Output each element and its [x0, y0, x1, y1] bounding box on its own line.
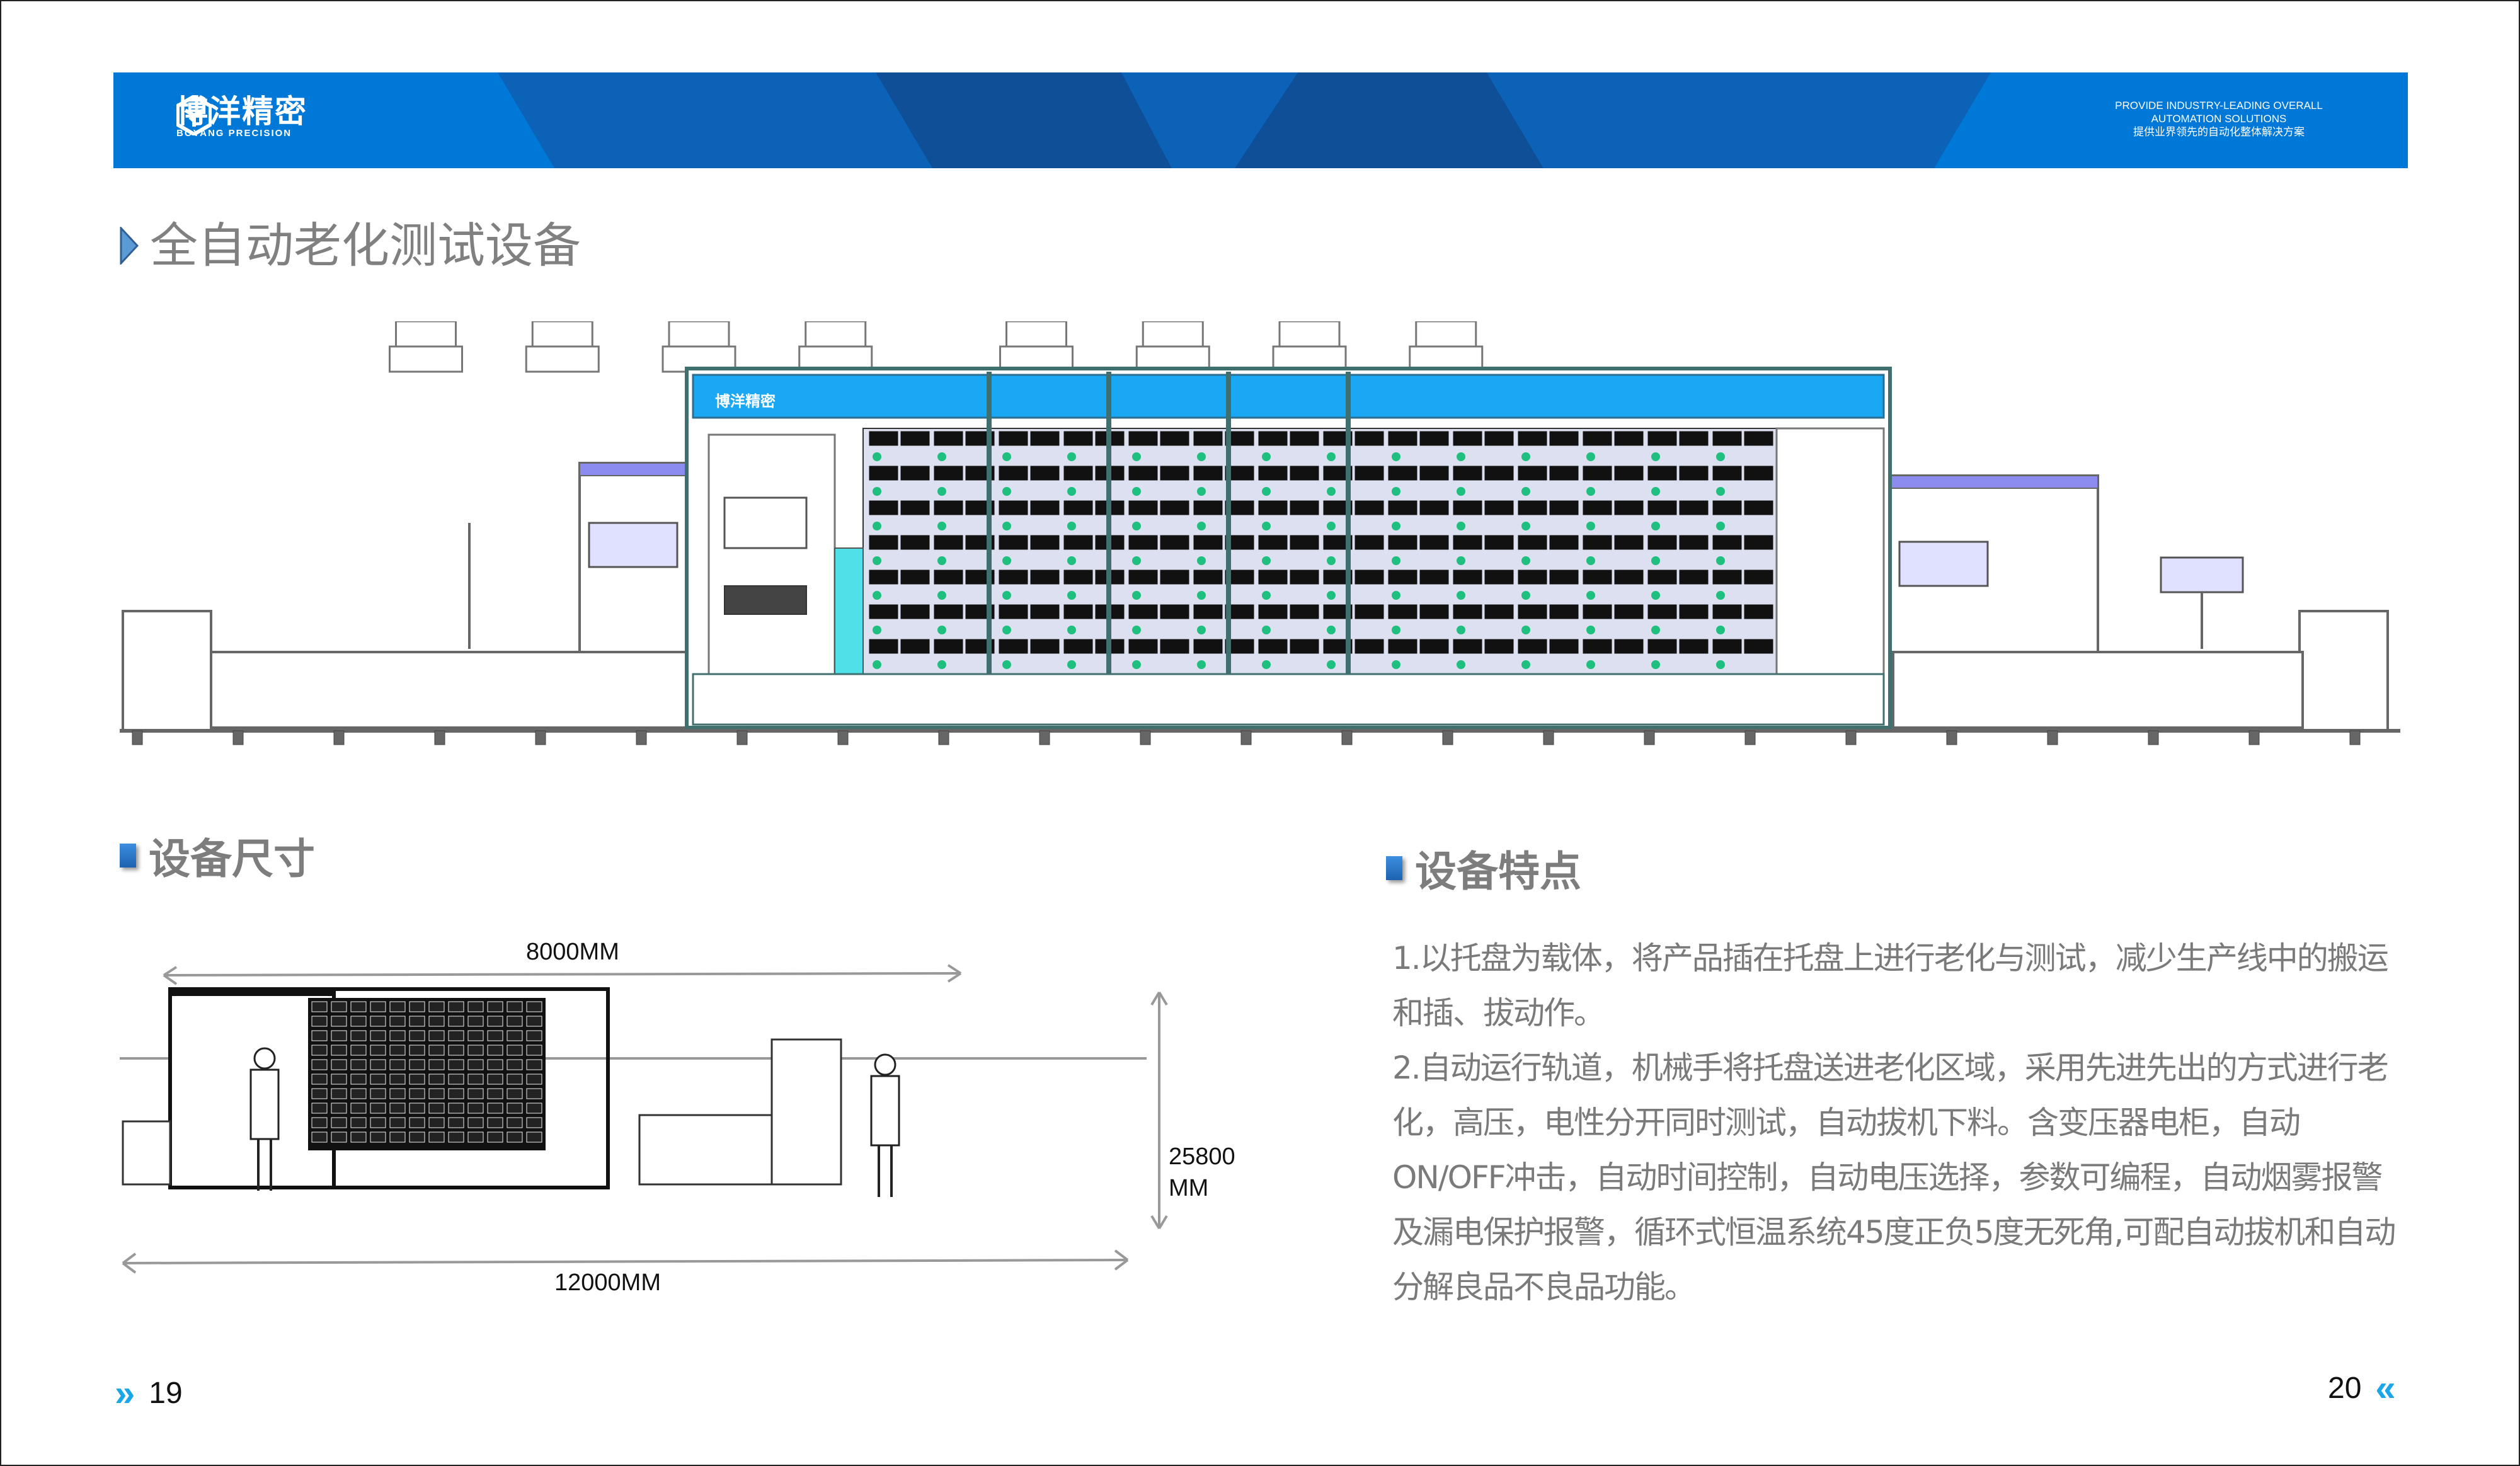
logo-text-en: BOYANG PRECISION: [176, 128, 292, 139]
exhaust-fan: [1142, 321, 1204, 348]
feature-line: 化，高压，电性分开同时测试，自动拔机下料。含变压器电柜，自动: [1392, 1104, 2301, 1141]
chamber-logo: 博洋精密: [715, 392, 776, 410]
feature-line: 及漏电保护报警，循环式恒温系统45度正负5度无死角,可配自动拔机和自动: [1392, 1214, 2396, 1251]
feature-line: 2.自动运行轨道，机械手将托盘送进老化区域，采用先进先出的方式进行老: [1392, 1050, 2389, 1086]
cabinet: [210, 651, 729, 729]
double-chevron-right-icon: »: [115, 1373, 135, 1414]
cabinet: [2298, 610, 2389, 732]
machine-dimension-drawing: [120, 964, 1168, 1274]
cabinet: [122, 610, 212, 732]
features-text: 1.以托盘为载体，将产品插在托盘上进行老化与测试，减少生产线中的搬运 和插、拔动…: [1392, 931, 2413, 1315]
header-banner: 博洋精密 BOYANG PRECISION PROVIDE INDUSTRY-L…: [113, 72, 2408, 168]
feature-line: 分解良品不良品功能。: [1392, 1269, 1696, 1305]
dimension-width-total: 12000MM: [554, 1269, 661, 1296]
exhaust-fan: [1278, 321, 1341, 348]
logo-hexagon-icon: [176, 95, 212, 135]
tagline-cn: 提供业界领先的自动化整体解决方案: [2133, 126, 2305, 138]
page-number-left: » 19: [115, 1372, 183, 1414]
tray-rack: [862, 428, 1777, 675]
feature-line: 和插、拔动作。: [1392, 995, 1605, 1031]
dimension-height-unit: MM: [1169, 1175, 1209, 1201]
monitor: [2160, 556, 2244, 593]
banner-stripes: [498, 72, 1991, 168]
dimension-loader: [770, 1038, 842, 1186]
exhaust-fan: [531, 321, 593, 348]
page-title-text: 全自动老化测试设备: [150, 217, 581, 273]
page-title: 全自动老化测试设备: [120, 217, 581, 274]
dimensions-heading-text: 设备尺寸: [149, 835, 315, 883]
exhaust-fan: [395, 321, 457, 348]
exhaust-fan: [668, 321, 730, 348]
exhaust-fan: [1415, 321, 1477, 348]
tagline: PROVIDE INDUSTRY-LEADING OVERALL AUTOMAT…: [2087, 99, 2351, 139]
tagline-en-1: PROVIDE INDUSTRY-LEADING OVERALL: [2115, 100, 2323, 112]
cabinet: [1892, 651, 2304, 729]
chamber-top-band: [692, 374, 1885, 419]
monitor: [1898, 541, 1989, 587]
tagline-en-2: AUTOMATION SOLUTIONS: [2151, 113, 2287, 125]
person-silhouette: [874, 1053, 896, 1076]
page-number-right-text: 20: [2328, 1372, 2362, 1405]
section-marker-icon: [1386, 856, 1402, 880]
section-marker-icon: [120, 844, 136, 868]
features-heading-text: 设备特点: [1415, 847, 1581, 896]
feature-line: 1.以托盘为载体，将产品插在托盘上进行老化与测试，减少生产线中的搬运: [1392, 940, 2389, 976]
dimension-tray-grid: [308, 998, 546, 1150]
page-number-right: 20 «: [2328, 1367, 2396, 1409]
features-heading: 设备特点: [1386, 838, 1581, 898]
control-panel: [707, 433, 836, 675]
dimensions-heading: 设备尺寸: [120, 825, 315, 886]
exhaust-fan: [1005, 321, 1067, 348]
machine-front-view-drawing: 博洋精密: [120, 321, 2400, 745]
company-logo: 博洋精密 BOYANG PRECISION: [176, 95, 307, 139]
dimension-width-top: 8000MM: [526, 939, 619, 965]
feature-line: ON/OFF冲击，自动时间控制，自动电压选择，参数可编程，自动烟雾报警: [1392, 1159, 2383, 1196]
double-chevron-left-icon: «: [2375, 1368, 2396, 1409]
monitor: [588, 522, 679, 568]
page-number-left-text: 19: [149, 1377, 183, 1410]
person-silhouette: [253, 1047, 276, 1070]
exhaust-fan: [805, 321, 867, 348]
dimension-height-value: 25800: [1169, 1143, 1235, 1170]
triangle-bullet-icon: [120, 227, 139, 265]
